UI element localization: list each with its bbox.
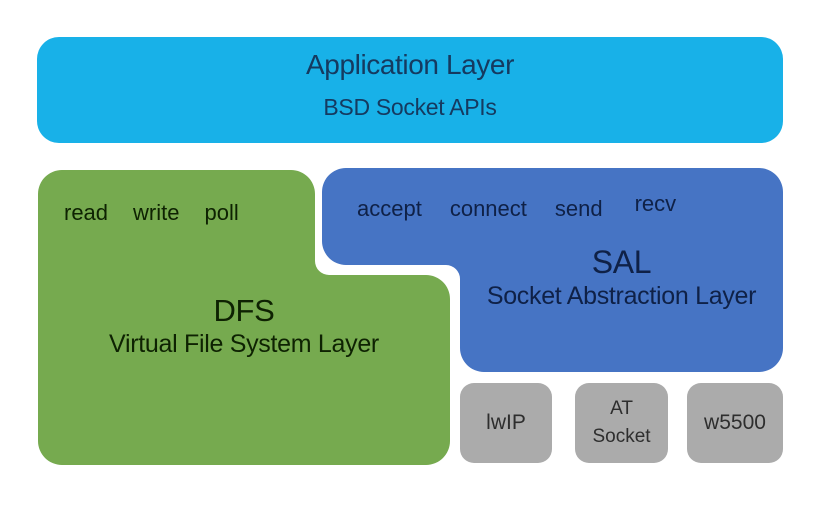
backend-at-text: AT — [610, 398, 633, 420]
backend-lwip-label: lwIP — [460, 383, 552, 463]
api-label-read: read — [64, 200, 109, 225]
sal-layer-shape — [322, 168, 783, 372]
api-label-connect: connect — [449, 196, 527, 221]
dfs-layer-title: DFS Virtual File System Layer — [38, 293, 450, 359]
application-layer-title: Application Layer — [306, 49, 514, 80]
api-label-recv: recv — [634, 191, 677, 216]
sal-abbr: SAL — [591, 244, 652, 280]
application-layer-subtitle: BSD Socket APIs — [323, 94, 497, 120]
backend-w5500-text: w5500 — [704, 411, 766, 434]
application-layer-shape — [37, 37, 783, 143]
api-label-write: write — [133, 200, 180, 225]
backend-at-socket-shape — [575, 383, 668, 463]
api-label-accept: accept — [357, 196, 422, 221]
dfs-api-labels: read write poll — [64, 200, 239, 226]
dfs-name: Virtual File System Layer — [109, 329, 379, 358]
api-label-send: send — [554, 196, 603, 221]
dfs-abbr: DFS — [213, 293, 275, 328]
sal-name: Socket Abstraction Layer — [486, 282, 757, 311]
api-label-poll: poll — [204, 200, 239, 225]
backend-lwip-shape — [460, 383, 552, 463]
backend-lwip-text: lwIP — [486, 411, 526, 434]
backend-socket-text: Socket — [592, 426, 651, 447]
backend-at-socket-label: AT Socket — [575, 383, 668, 463]
dfs-layer-shape — [38, 170, 450, 465]
sal-api-labels: accept connect send recv — [357, 191, 676, 222]
backend-w5500-shape — [687, 383, 783, 463]
backend-w5500-label: w5500 — [687, 383, 783, 463]
sal-layer-title: SAL Socket Abstraction Layer — [460, 243, 783, 311]
